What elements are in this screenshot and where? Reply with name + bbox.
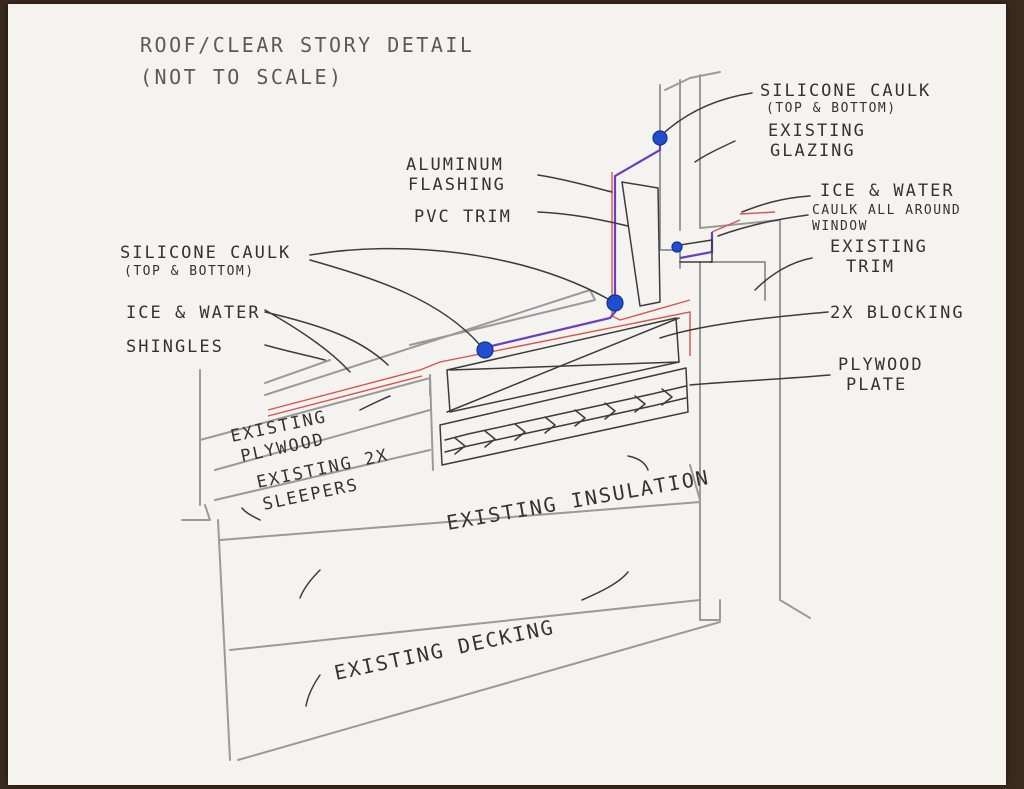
label-existing-insulation: EXISTING INSULATION — [445, 465, 712, 535]
plywood-plate — [439, 367, 689, 466]
two-x-blocking — [446, 317, 680, 413]
label-2x-blocking: 2X BLOCKING — [830, 303, 965, 323]
paper-sheet — [8, 4, 1006, 785]
label-existing-trim-2: TRIM — [846, 257, 895, 277]
label-pvc-trim: PVC TRIM — [414, 207, 512, 227]
caulk-bead-top — [652, 130, 668, 146]
label-silicone-caulk-left-sub: (TOP & BOTTOM) — [124, 264, 255, 279]
roof-layers — [181, 289, 721, 761]
label-silicone-caulk-left: SILICONE CAULK — [120, 243, 291, 263]
leader-lines — [241, 92, 831, 707]
label-aluminum-flashing-2: FLASHING — [408, 175, 506, 195]
label-caulk-window-1: CAULK ALL AROUND — [812, 203, 961, 218]
label-existing-glazing-1: EXISTING — [768, 121, 866, 141]
label-silicone-caulk-top-sub: (TOP & BOTTOM) — [766, 101, 897, 116]
labels: SILICONE CAULK (TOP & BOTTOM) EXISTING G… — [120, 81, 965, 685]
label-plywood-plate-2: PLATE — [846, 375, 907, 395]
label-existing-glazing-2: GLAZING — [770, 141, 856, 161]
label-aluminum-flashing-1: ALUMINUM — [406, 155, 504, 175]
label-existing-decking: EXISTING DECKING — [332, 615, 557, 685]
ice-water-membrane — [267, 172, 776, 417]
existing-trim-outline — [709, 261, 766, 301]
label-ice-water-right: ICE & WATER — [820, 181, 955, 201]
silicone-caulk-beads — [476, 130, 683, 359]
label-existing-trim-1: EXISTING — [830, 237, 928, 257]
existing-wall-outline — [659, 71, 811, 621]
label-plywood-plate-1: PLYWOOD — [838, 355, 924, 375]
caulk-bead-window — [671, 241, 683, 253]
window-sill — [679, 239, 713, 263]
caulk-bead-pvc-trim — [606, 294, 624, 312]
pvc-trim — [621, 181, 661, 307]
label-caulk-window-2: WINDOW — [812, 219, 868, 234]
title-line-2: (NOT TO SCALE) — [140, 65, 344, 89]
label-ice-water-left: ICE & WATER — [126, 303, 261, 323]
caulk-bead-left — [476, 341, 494, 359]
label-shingles: SHINGLES — [126, 337, 224, 357]
label-silicone-caulk-top: SILICONE CAULK — [760, 81, 931, 101]
title-line-1: ROOF/CLEAR STORY DETAIL — [140, 33, 474, 57]
